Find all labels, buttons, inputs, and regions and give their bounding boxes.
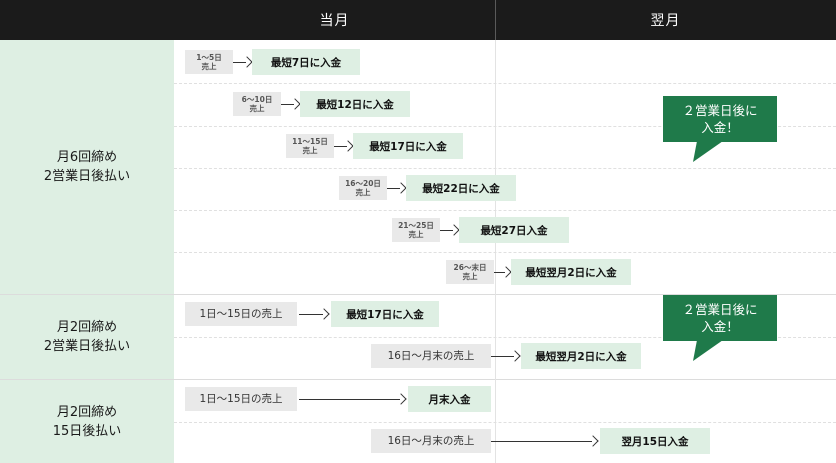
payment-box: 最短17日に入金 — [353, 133, 463, 159]
sales-period-box: 16日～月末の売上 — [371, 429, 491, 453]
group-label-6-closings: 月6回締め 2営業日後払い — [0, 40, 174, 294]
sales-period-box: 21～25日 売上 — [392, 218, 440, 242]
payment-box: 最短27日入金 — [459, 217, 569, 243]
callout-tail — [693, 340, 723, 361]
payment-box: 翌月15日入金 — [600, 428, 710, 454]
arrow-icon — [334, 140, 354, 152]
arrow-icon — [440, 224, 460, 236]
arrow-icon — [387, 182, 407, 194]
header-next-month: 翌月 — [495, 0, 836, 40]
arrow-icon — [233, 56, 253, 68]
arrow-icon — [299, 308, 330, 320]
payment-box: 最短22日に入金 — [406, 175, 516, 201]
sales-period-box: 11～15日 売上 — [286, 134, 334, 158]
header-corner — [0, 0, 174, 40]
payment-box: 最短12日に入金 — [300, 91, 410, 117]
arrow-icon — [494, 266, 512, 278]
callout-two-business-days: ２営業日後に 入金！ — [663, 295, 777, 341]
row-divider — [174, 210, 836, 211]
arrow-icon — [299, 393, 407, 405]
group-label-2-closings-2days: 月2回締め 2営業日後払い — [0, 295, 174, 379]
sales-period-box: 6～10日 売上 — [233, 92, 281, 116]
arrow-icon — [281, 98, 301, 110]
sales-period-box: 16～20日 売上 — [339, 176, 387, 200]
group-divider — [0, 379, 836, 380]
arrow-icon — [491, 350, 521, 362]
payment-box: 月末入金 — [408, 386, 491, 412]
sales-period-box: 16日～月末の売上 — [371, 344, 491, 368]
arrow-icon — [491, 435, 599, 447]
header-separator — [495, 0, 496, 40]
payment-box: 最短17日に入金 — [331, 301, 439, 327]
callout-tail — [693, 141, 723, 162]
row-divider — [174, 168, 836, 169]
payment-box: 最短7日に入金 — [252, 49, 360, 75]
callout-two-business-days: ２営業日後に 入金！ — [663, 96, 777, 142]
month-divider — [495, 40, 496, 463]
payment-box: 最短翌月2日に入金 — [521, 343, 641, 369]
row-divider — [174, 252, 836, 253]
group-label-2-closings-15days: 月2回締め 15日後払い — [0, 380, 174, 463]
sales-period-box: 1日～15日の売上 — [185, 302, 297, 326]
sales-period-box: 1日～15日の売上 — [185, 387, 297, 411]
row-divider — [174, 422, 836, 423]
group-divider — [0, 294, 836, 295]
sales-period-box: 1～5日 売上 — [185, 50, 233, 74]
header-current-month: 当月 — [174, 0, 495, 40]
sales-period-box: 26～末日 売上 — [446, 260, 494, 284]
row-divider — [174, 83, 836, 84]
row-divider — [174, 126, 836, 127]
row-divider — [174, 337, 836, 338]
payment-box: 最短翌月2日に入金 — [511, 259, 631, 285]
